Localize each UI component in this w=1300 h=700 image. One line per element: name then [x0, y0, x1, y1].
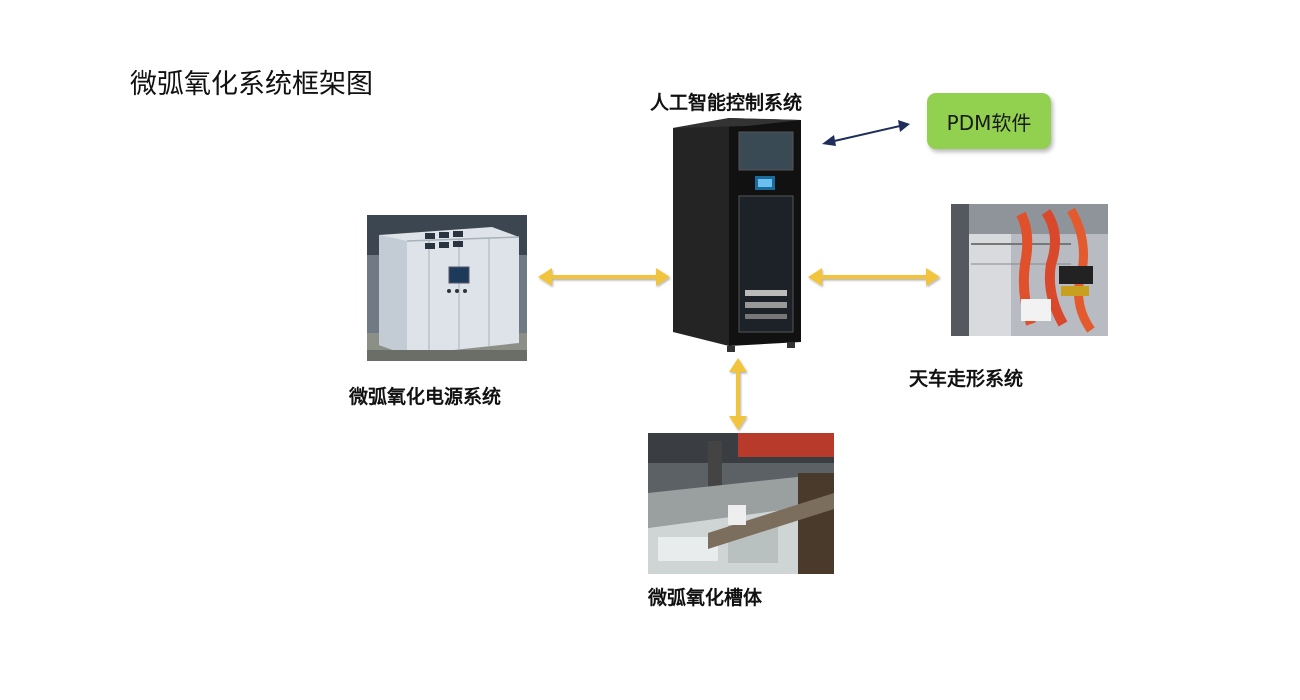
power-system-label: 微弧氧化电源系统 — [349, 386, 502, 408]
oxidation-tank-icon — [648, 433, 834, 574]
arrow-cabinet-tank — [729, 358, 747, 430]
tank-label: 微弧氧化槽体 — [648, 587, 763, 609]
pdm-software-label: PDM软件 — [946, 110, 1032, 135]
arrow-power-cabinet — [538, 268, 670, 286]
page-title: 微弧氧化系统框架图 — [130, 69, 373, 100]
arrow-cabinet-pdm — [822, 120, 910, 146]
overhead-crane-icon — [951, 204, 1108, 336]
power-supply-cabinet-icon — [367, 215, 527, 361]
pdm-software-box: PDM软件 — [927, 93, 1051, 149]
crane-system-label: 天车走形系统 — [909, 368, 1024, 390]
control-cabinet-icon — [667, 110, 807, 355]
ai-control-system-label: 人工智能控制系统 — [650, 92, 803, 114]
arrow-cabinet-crane — [808, 268, 940, 286]
